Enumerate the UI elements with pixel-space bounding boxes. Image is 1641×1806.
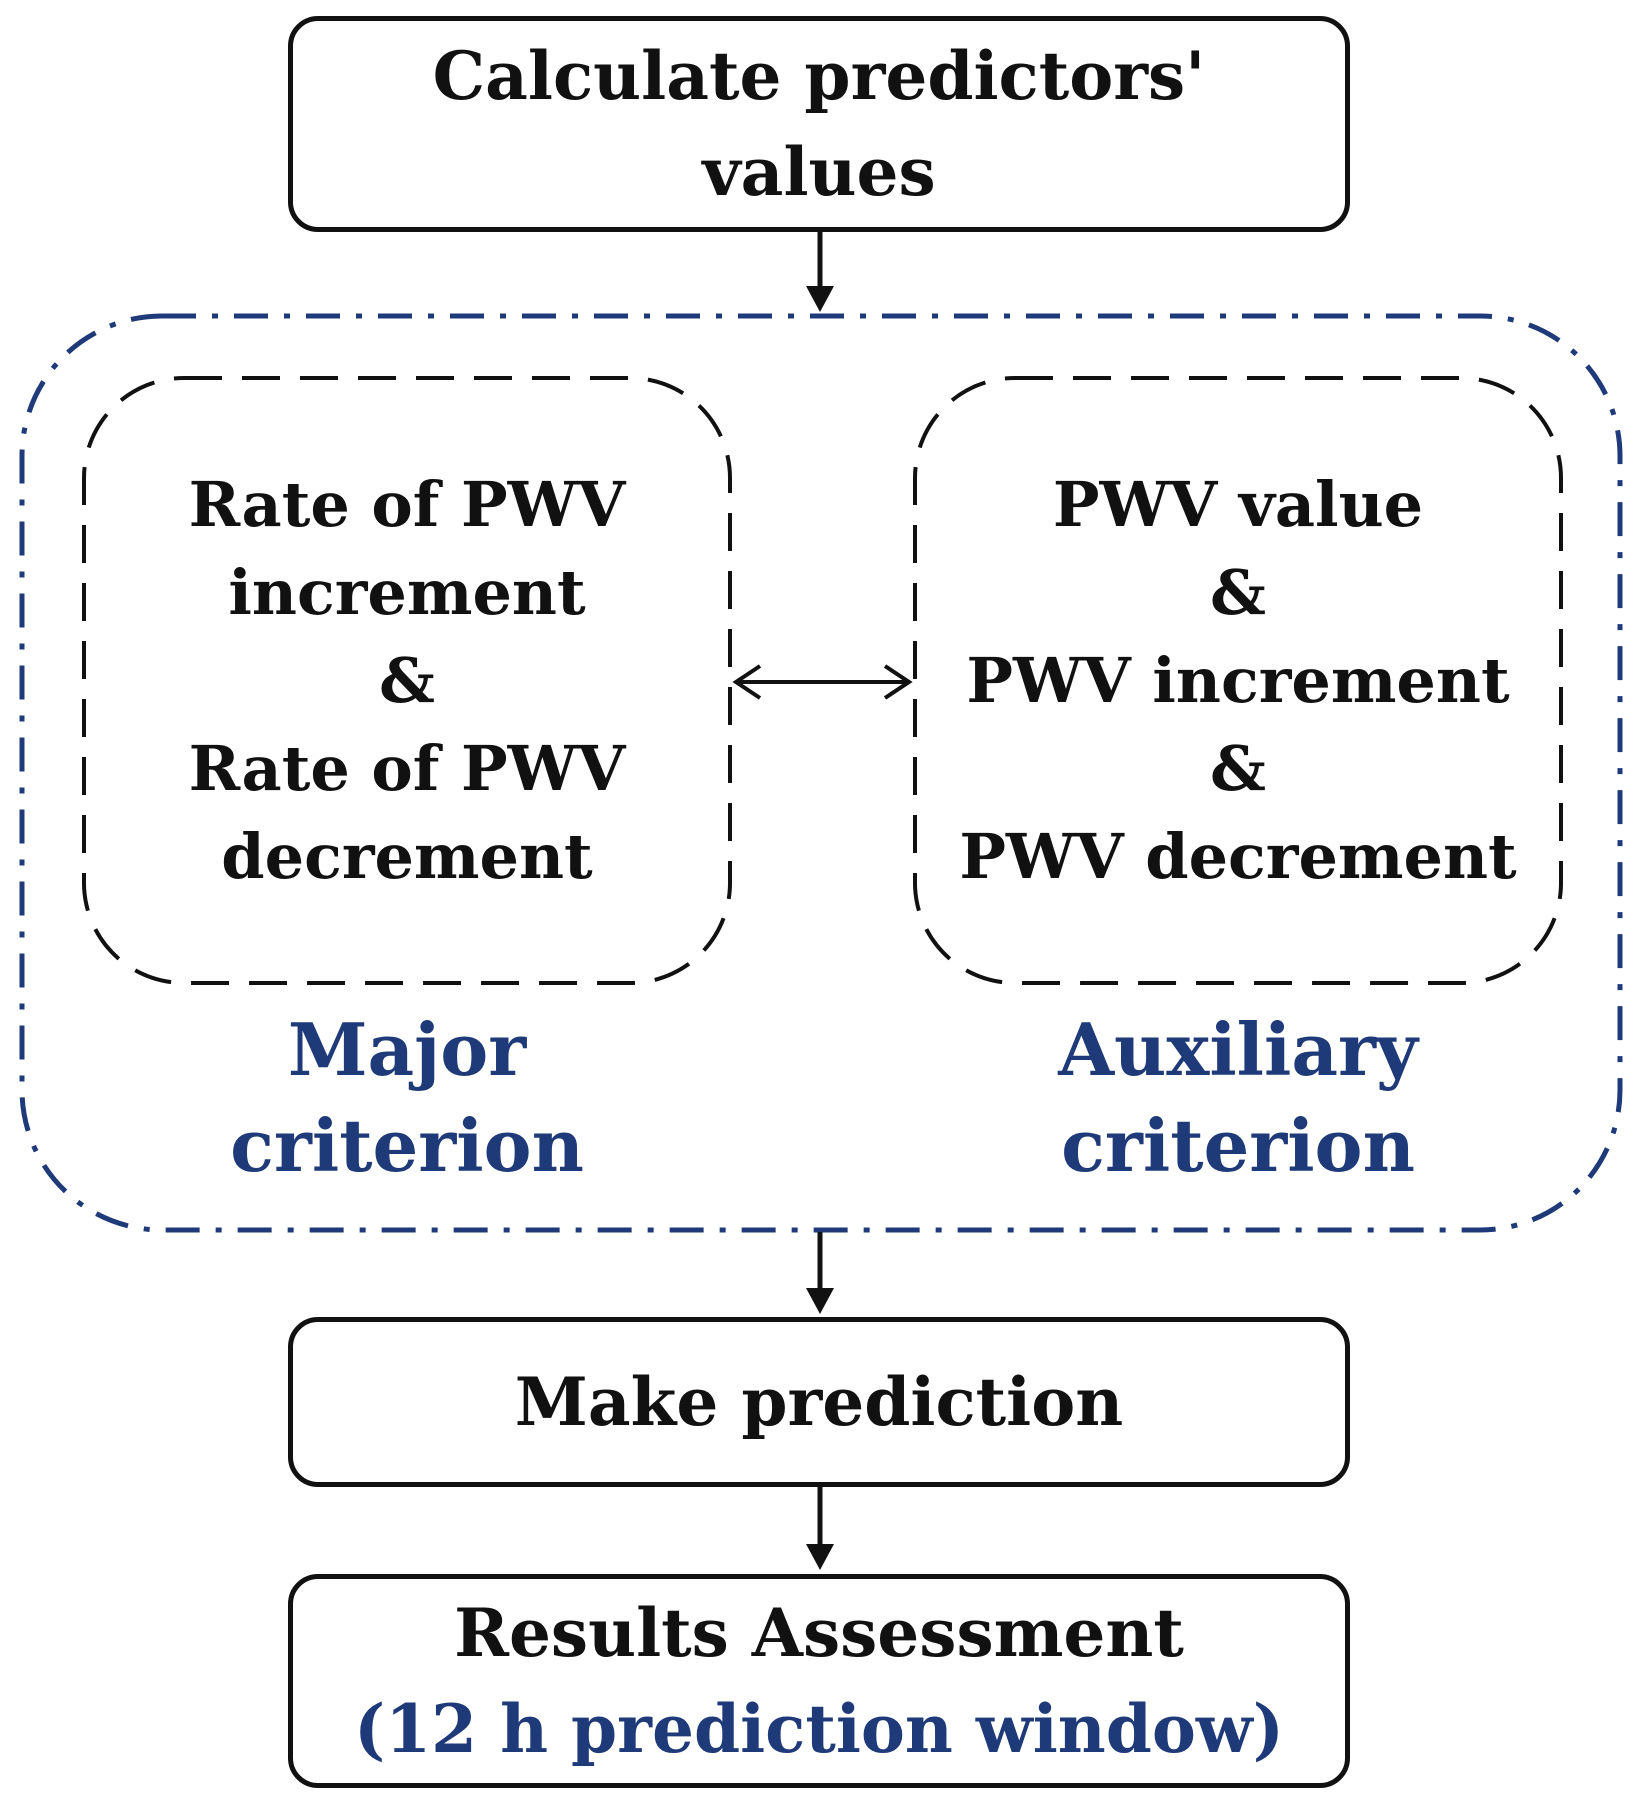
arrow-calculate-to-criteria	[806, 232, 834, 312]
major-criterion-content: Rate of PWV increment & Rate of PWV decr…	[188, 467, 626, 893]
arrow-prediction-to-results	[806, 1487, 834, 1570]
auxiliary-criterion-content: PWV value & PWV increment & PWV decremen…	[959, 467, 1517, 893]
auxiliary-criterion-label: Auxiliary criterion	[1058, 1007, 1418, 1188]
results-assessment-subtitle: (12 h prediction window)	[354, 1690, 1284, 1768]
make-prediction-label: Make prediction	[514, 1363, 1124, 1441]
calculate-predictors-label: Calculate predictors' values	[432, 37, 1206, 211]
make-prediction-box: Make prediction	[288, 1317, 1350, 1487]
results-assessment-box: Results Assessment (12 h prediction wind…	[288, 1574, 1350, 1788]
calculate-predictors-box: Calculate predictors' values	[288, 16, 1350, 232]
double-arrow-major-auxiliary	[732, 664, 913, 700]
criteria-group-border	[19, 313, 1623, 1233]
arrow-criteria-to-prediction	[806, 1232, 834, 1314]
major-criterion-label: Major criterion	[230, 1007, 584, 1188]
results-assessment-title: Results Assessment	[454, 1594, 1184, 1672]
